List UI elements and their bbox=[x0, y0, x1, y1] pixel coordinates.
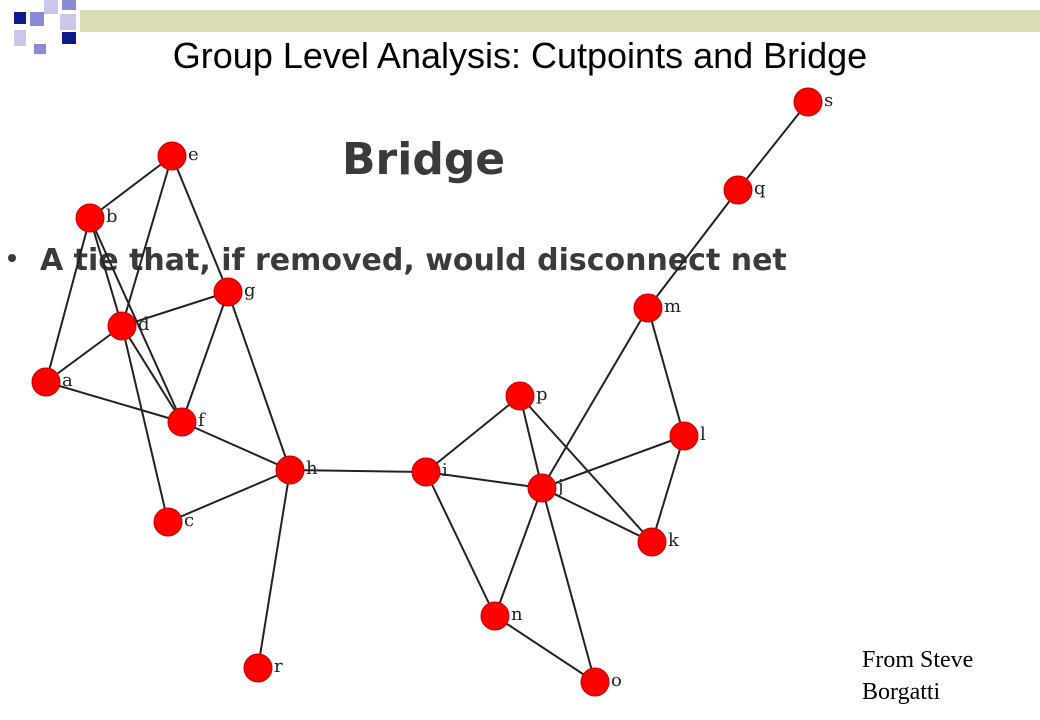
node-l bbox=[669, 421, 699, 451]
edge-j-l bbox=[541, 435, 685, 489]
node-label-o: o bbox=[611, 670, 622, 691]
edge-f-h bbox=[181, 421, 291, 471]
edge-j-m bbox=[541, 307, 649, 489]
node-label-d: d bbox=[138, 314, 150, 335]
node-p bbox=[505, 381, 535, 411]
node-h bbox=[275, 455, 305, 485]
edge-i-n bbox=[425, 471, 496, 617]
slide-title: Group Level Analysis: Cutpoints and Brid… bbox=[172, 35, 868, 76]
node-label-q: q bbox=[754, 178, 766, 199]
node-d bbox=[107, 311, 137, 341]
node-label-h: h bbox=[306, 458, 318, 479]
logo-bar bbox=[80, 10, 1040, 32]
node-g bbox=[213, 277, 243, 307]
node-label-p: p bbox=[536, 384, 548, 405]
logo-square-light-1 bbox=[44, 0, 58, 14]
edge-c-h bbox=[167, 469, 291, 523]
node-label-m: m bbox=[664, 296, 681, 317]
node-k bbox=[637, 527, 667, 557]
logo-square-light-2 bbox=[14, 30, 26, 46]
edge-m-l bbox=[647, 307, 685, 437]
logo-square-mid-3 bbox=[34, 44, 46, 54]
edge-e-g bbox=[171, 155, 229, 293]
edge-a-d bbox=[45, 325, 123, 383]
edge-b-e bbox=[89, 155, 173, 219]
edge-p-k bbox=[519, 395, 653, 543]
logo-square-dark-1 bbox=[14, 12, 26, 24]
node-c bbox=[153, 507, 183, 537]
edge-j-n bbox=[494, 487, 543, 617]
node-label-c: c bbox=[184, 510, 194, 531]
node-r bbox=[243, 653, 273, 683]
edge-q-s bbox=[737, 101, 809, 191]
credit-line-1: From Steve bbox=[862, 647, 974, 673]
bullet-text: A tie that, if removed, would disconnect… bbox=[40, 243, 787, 278]
edge-g-f bbox=[181, 291, 229, 423]
edge-h-r bbox=[257, 469, 291, 669]
node-label-i: i bbox=[442, 460, 448, 481]
node-label-g: g bbox=[244, 280, 256, 301]
edge-n-o bbox=[494, 615, 596, 683]
node-b bbox=[75, 203, 105, 233]
node-i bbox=[411, 457, 441, 487]
edge-j-k bbox=[541, 487, 653, 543]
node-label-s: s bbox=[824, 90, 833, 111]
node-label-a: a bbox=[62, 370, 73, 391]
edges-group bbox=[45, 101, 809, 683]
edge-a-b bbox=[45, 217, 91, 383]
edge-j-o bbox=[541, 487, 596, 683]
logo-decoration bbox=[14, 0, 1040, 54]
logo-square-mid-1 bbox=[30, 12, 44, 26]
node-f bbox=[167, 407, 197, 437]
edge-m-q bbox=[647, 189, 739, 309]
logo-square-light-3 bbox=[60, 14, 76, 30]
edge-a-f bbox=[45, 381, 183, 423]
edge-b-f bbox=[89, 217, 183, 423]
logo-square-mid-2 bbox=[62, 0, 76, 10]
node-m bbox=[633, 293, 663, 323]
node-label-b: b bbox=[106, 206, 118, 227]
node-label-f: f bbox=[198, 410, 206, 431]
node-label-n: n bbox=[511, 604, 523, 625]
bullet-dot bbox=[8, 254, 16, 262]
node-label-l: l bbox=[700, 424, 706, 445]
node-label-e: e bbox=[188, 144, 199, 165]
edge-e-d bbox=[121, 155, 173, 327]
edge-h-i bbox=[289, 469, 427, 473]
edge-d-g bbox=[121, 291, 229, 327]
node-j bbox=[527, 473, 557, 503]
logo-square-dark-2 bbox=[62, 32, 76, 44]
edge-i-j bbox=[425, 471, 543, 489]
node-e bbox=[157, 141, 187, 171]
edge-d-c bbox=[121, 325, 169, 523]
node-label-k: k bbox=[668, 530, 680, 551]
edge-i-p bbox=[425, 395, 521, 473]
edge-b-d bbox=[89, 217, 123, 327]
credit-line-2: Borgatti bbox=[862, 679, 941, 705]
node-label-r: r bbox=[274, 656, 283, 677]
edge-p-j bbox=[519, 395, 543, 489]
node-q bbox=[723, 175, 753, 205]
node-s bbox=[793, 87, 823, 117]
edge-d-f bbox=[121, 325, 183, 423]
node-o bbox=[580, 667, 610, 697]
edge-g-h bbox=[227, 291, 291, 471]
credit-text: From Steve Borgatti bbox=[862, 644, 973, 708]
nodes-group: a b c d e f g h i j k l m n o p q r s bbox=[31, 87, 833, 697]
edge-l-k bbox=[651, 435, 685, 543]
bridge-heading: Bridge bbox=[342, 134, 505, 185]
node-a bbox=[31, 367, 61, 397]
node-n bbox=[480, 601, 510, 631]
node-label-j: j bbox=[556, 476, 564, 497]
